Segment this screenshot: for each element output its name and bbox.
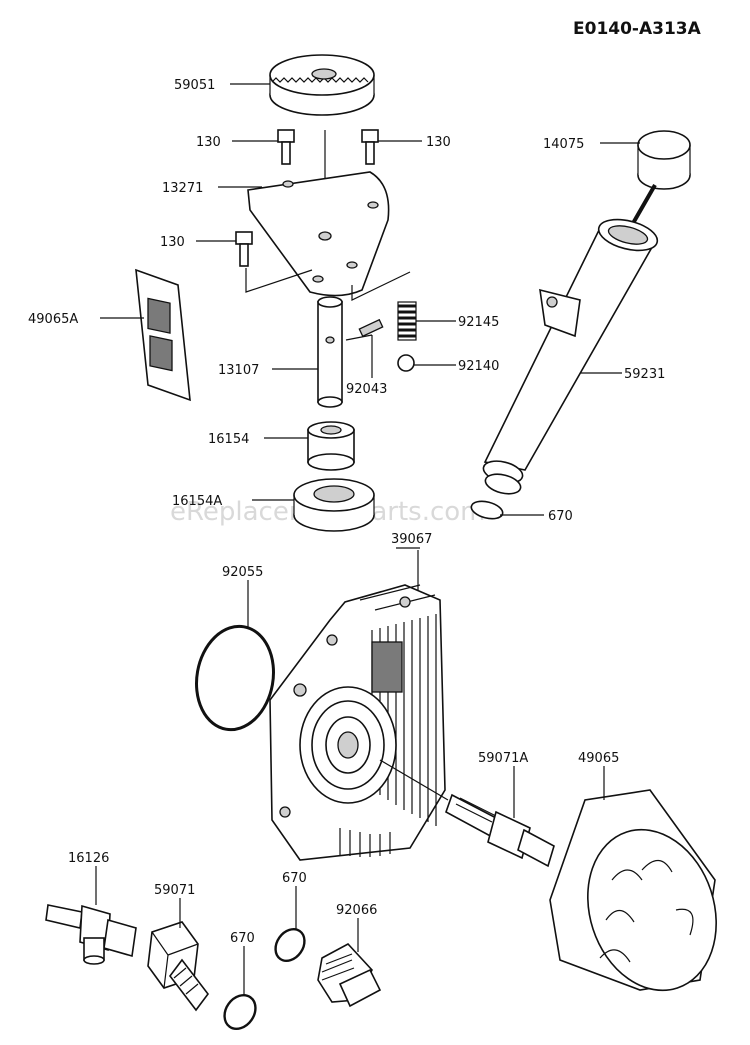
fitting-16126[interactable] — [45, 904, 137, 965]
oring-670-lower-left[interactable] — [218, 989, 262, 1035]
housing-39067[interactable] — [269, 584, 446, 861]
label-130-b: 130 — [426, 135, 451, 150]
gear-59051[interactable] — [269, 54, 375, 116]
cap-14075[interactable] — [626, 130, 691, 233]
ball-92140[interactable] — [397, 354, 415, 372]
spring-92145[interactable] — [397, 301, 417, 341]
label-670-c: 670 — [230, 931, 255, 946]
bolt-130-right-top[interactable] — [361, 129, 379, 165]
bolt-130-left[interactable] — [235, 231, 253, 267]
plug-92066[interactable] — [317, 943, 382, 1008]
label-13107: 13107 — [218, 363, 259, 378]
label-49065: 49065 — [578, 751, 619, 766]
label-130-c: 130 — [160, 235, 185, 250]
fitting-59071A[interactable] — [445, 793, 555, 868]
label-670-b: 670 — [282, 871, 307, 886]
rotor-16154[interactable] — [307, 421, 355, 471]
diagram-code: E0140-A313A — [573, 19, 702, 39]
oil-filter-49065[interactable] — [549, 789, 736, 1007]
label-49065A: 49065A — [28, 312, 78, 327]
pin-92043[interactable] — [358, 318, 384, 338]
label-92140: 92140 — [458, 359, 499, 374]
label-92043: 92043 — [346, 382, 387, 397]
label-92066: 92066 — [336, 903, 377, 918]
label-92055: 92055 — [222, 565, 263, 580]
label-670-a: 670 — [548, 509, 573, 524]
oring-670-upper[interactable] — [470, 498, 505, 521]
rotor-16154A[interactable] — [293, 478, 375, 532]
label-130-a: 130 — [196, 135, 221, 150]
screen-49065A[interactable] — [135, 268, 191, 402]
label-13271: 13271 — [162, 181, 203, 196]
label-14075: 14075 — [543, 137, 584, 152]
label-39067: 39067 — [391, 532, 432, 547]
label-16154: 16154 — [208, 432, 249, 447]
oring-670-lower-mid[interactable] — [270, 924, 311, 967]
label-92145: 92145 — [458, 315, 499, 330]
label-59071: 59071 — [154, 883, 195, 898]
pipe-59231[interactable] — [481, 214, 660, 497]
shaft-13107[interactable] — [317, 296, 343, 408]
label-59071A: 59071A — [478, 751, 528, 766]
label-16154A: 16154A — [172, 494, 222, 509]
plate-13271[interactable] — [247, 171, 390, 297]
label-16126: 16126 — [68, 851, 109, 866]
label-59231: 59231 — [624, 367, 665, 382]
fitting-59071[interactable] — [147, 921, 210, 1012]
label-59051: 59051 — [174, 78, 215, 93]
bolt-130-left-top[interactable] — [277, 129, 295, 165]
oring-92055[interactable] — [189, 620, 282, 736]
